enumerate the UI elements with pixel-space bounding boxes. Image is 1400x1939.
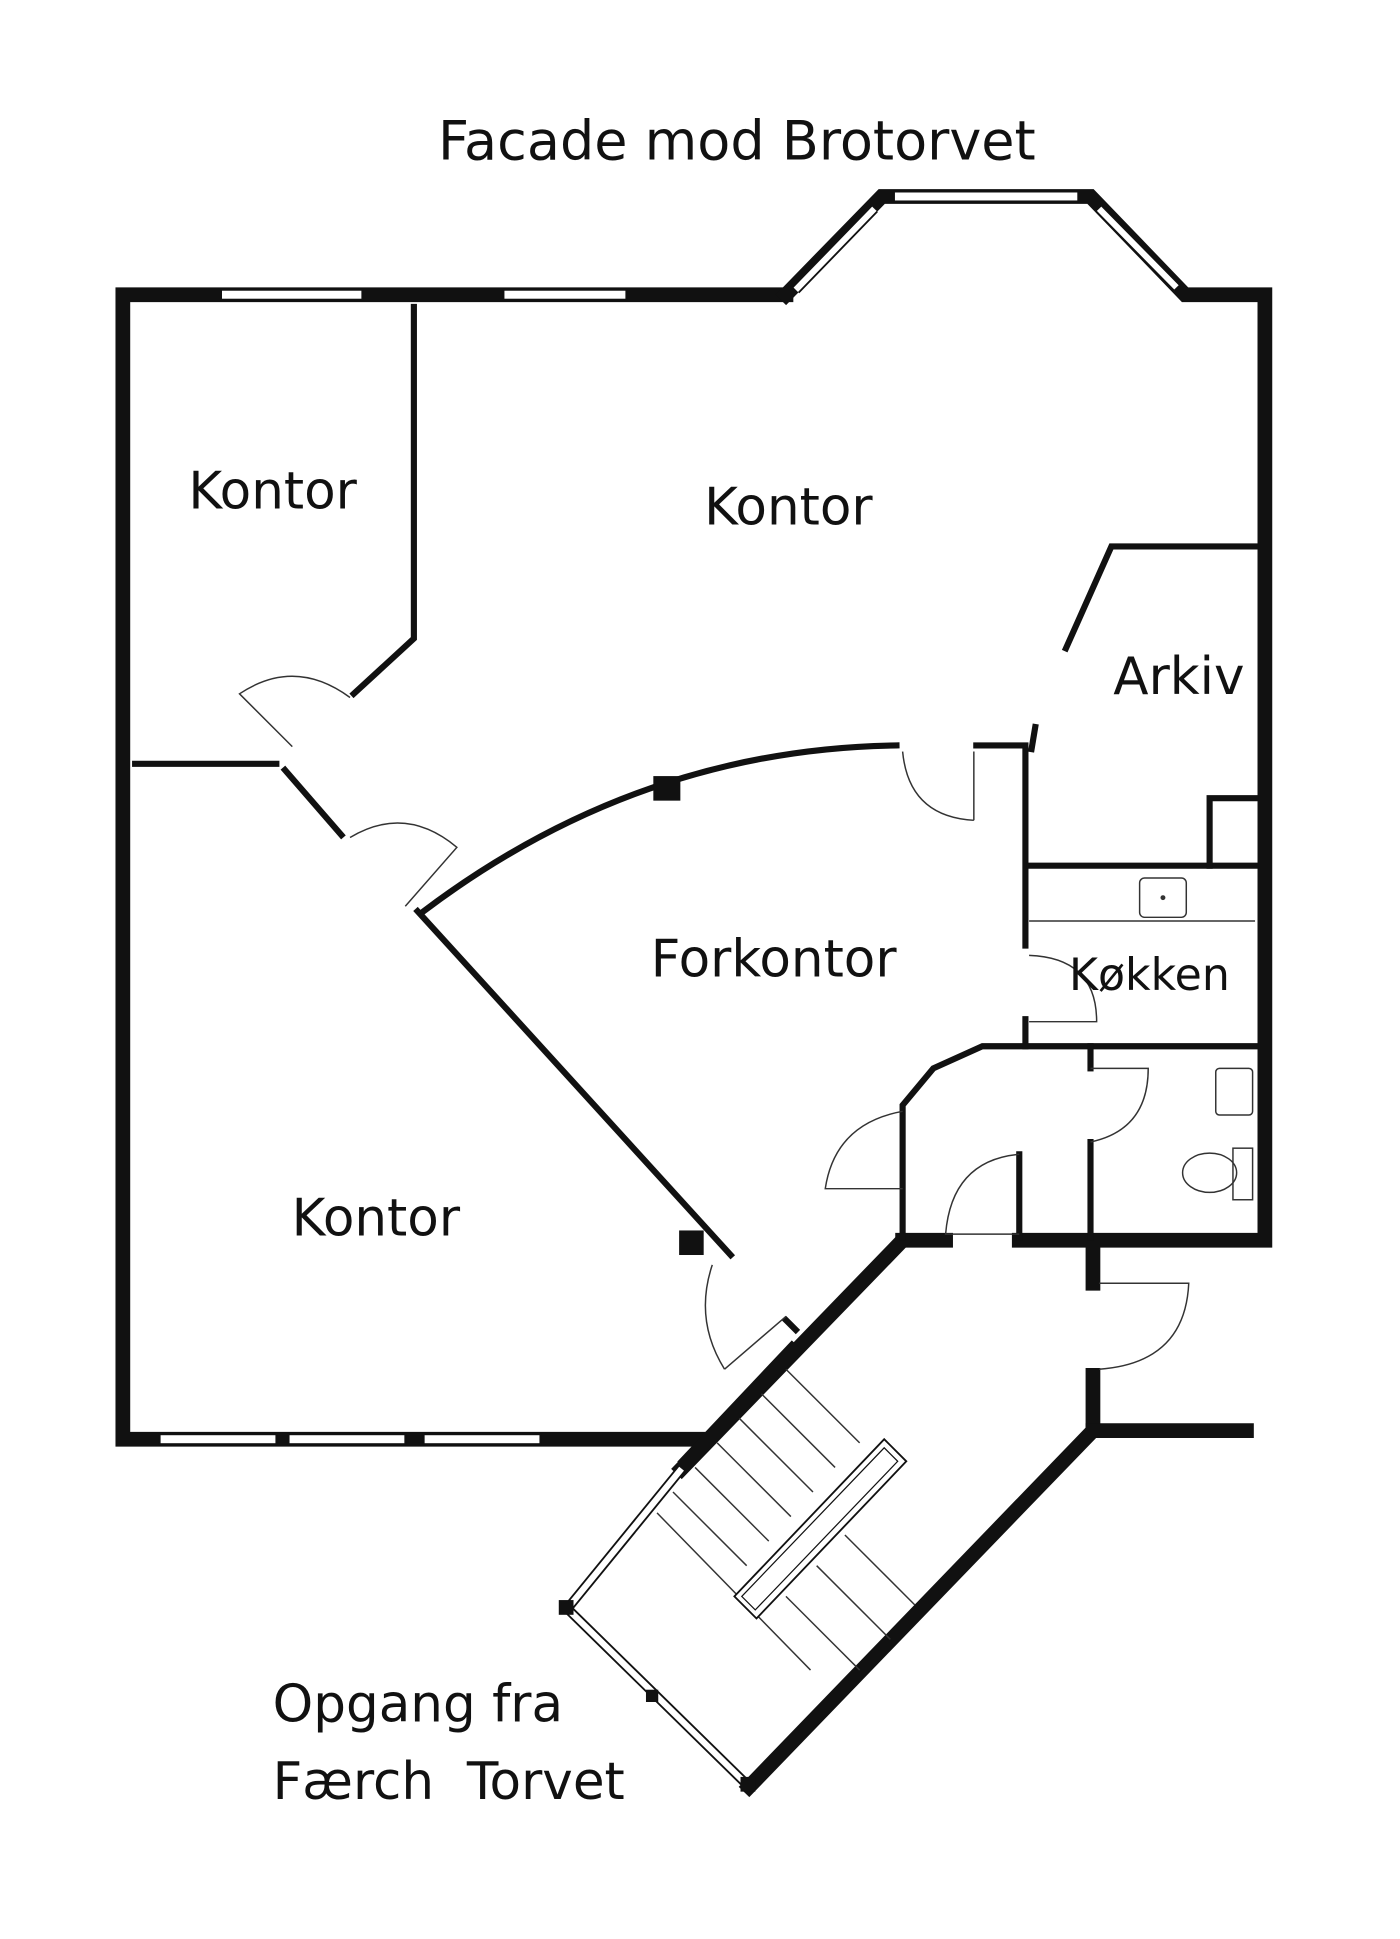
- facade-title: Facade mod Brotorvet: [438, 110, 1036, 173]
- room-label-forkontor: Forkontor: [651, 929, 898, 989]
- exterior-walls: [115, 189, 1273, 1798]
- bathroom-sink-icon: [1215, 1067, 1254, 1116]
- entrance-label-line1: Opgang fra: [273, 1675, 563, 1735]
- room-label-kontor-top-left: Kontor: [188, 461, 357, 521]
- interior-walls: [132, 303, 1259, 1335]
- staircase: [656, 1340, 916, 1671]
- toilet-icon: [1181, 1152, 1238, 1194]
- room-label-arkiv: Arkiv: [1113, 647, 1244, 707]
- kitchen-sink-icon: [1138, 877, 1188, 919]
- fixtures: [1138, 877, 1254, 1201]
- room-label-kokken: Køkken: [1069, 950, 1230, 1001]
- room-label-kontor-top: Kontor: [704, 477, 873, 537]
- entrance-label-line2: Færch Torvet: [273, 1752, 625, 1812]
- room-label-kontor-bottom: Kontor: [292, 1188, 461, 1248]
- door-swings: [238, 675, 1190, 1370]
- windows: [158, 190, 1180, 1792]
